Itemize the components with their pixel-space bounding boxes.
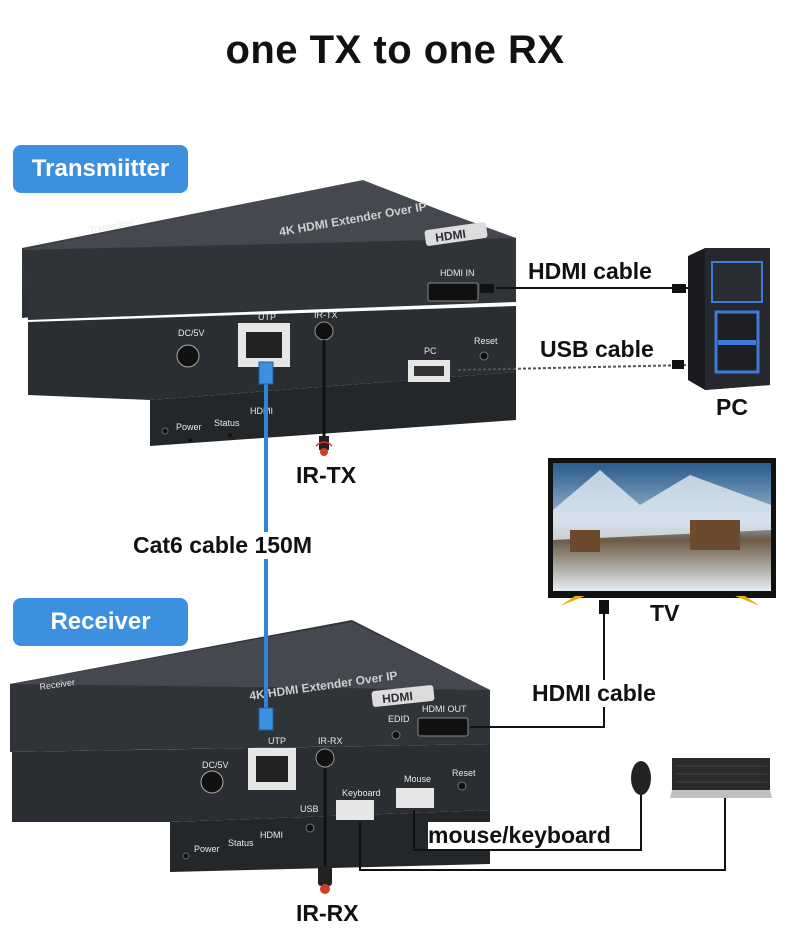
rx-hdmi-label: HDMI [260,830,283,840]
rx-dc-port[interactable] [200,770,224,794]
hdmi-logo-icon: HDMI [424,222,488,246]
rx-keyboard-port[interactable] [336,800,374,820]
rx-reset-label: Reset [452,768,476,778]
tx-hdmi-label: HDMI [250,406,273,416]
receiver-badge: Receiver [13,598,188,646]
page-title: one TX to one RX [225,28,565,72]
tx-dc-port[interactable] [176,344,200,368]
rx-keyboard-label: Keyboard [342,788,381,798]
hdmi-cable-tx-label: HDMI cable [528,258,652,284]
mouse-keyboard-label: mouse/keyboard [428,822,611,849]
tx-ir-port[interactable] [314,321,334,341]
hdmi-logo-icon: HDMI [371,685,435,707]
rx-usb-label: USB [300,804,319,814]
rx-power-label: Power [194,844,220,854]
tx-reset-label: Reset [474,336,498,346]
tx-hdmi-in-port[interactable] [427,282,479,302]
tx-utp-label: UTP [258,312,276,322]
usb-cable-label: USB cable [540,336,654,362]
pc-icon [688,248,770,390]
tx-hdmi-in-label: HDMI IN [440,268,475,278]
ir-tx-label: IR-TX [296,462,357,488]
tx-pc-label: PC [424,346,437,356]
cat6-label: Cat6 cable 150M [133,532,312,559]
rx-edid-button[interactable] [391,730,401,740]
keyboard-cable [359,798,726,871]
rx-utp-label: UTP [268,736,286,746]
tx-status-label: Status [214,418,240,428]
rx-dc-label: DC/5V [202,760,229,770]
tv-label: TV [650,600,680,626]
svg-text:HDMI: HDMI [381,689,413,706]
keyboard-icon [670,758,772,798]
transmitter-badge: Transmiitter [13,145,188,193]
hdmi-cable-rx [470,610,605,728]
ir-rx-label: IR-RX [296,900,359,926]
tx-ir-label: IR-TX [314,310,338,320]
rx-mouse-label: Mouse [404,774,431,784]
pc-label: PC [716,394,748,420]
usb-cable [457,364,691,371]
mouse-icon [631,761,651,795]
tx-dc-label: DC/5V [178,328,205,338]
receiver-device: 4K HDMI Extender Over IP Receiver HDMI E… [10,620,490,872]
rx-ir-port[interactable] [315,748,335,768]
rx-side-text: Receiver [39,677,76,692]
rx-mouse-port[interactable] [396,788,434,808]
rx-reset-button[interactable] [457,781,467,791]
mouse-cable [413,795,642,851]
rx-status-label: Status [228,838,254,848]
rx-hdmi-out-label: HDMI OUT [422,704,467,714]
rx-edid-label: EDID [388,714,410,724]
tv-icon [548,458,776,606]
rx-hdmi-out-port[interactable] [417,717,469,737]
tx-reset-button[interactable] [479,351,489,361]
svg-text:HDMI: HDMI [434,227,466,245]
rx-ir-label: IR-RX [318,736,343,746]
hdmi-cable-rx-label: HDMI cable [532,680,656,707]
tx-power-label: Power [176,422,202,432]
transmitter-device: 4K HDMI Extender Over IP Transmitter HDM… [22,180,516,446]
